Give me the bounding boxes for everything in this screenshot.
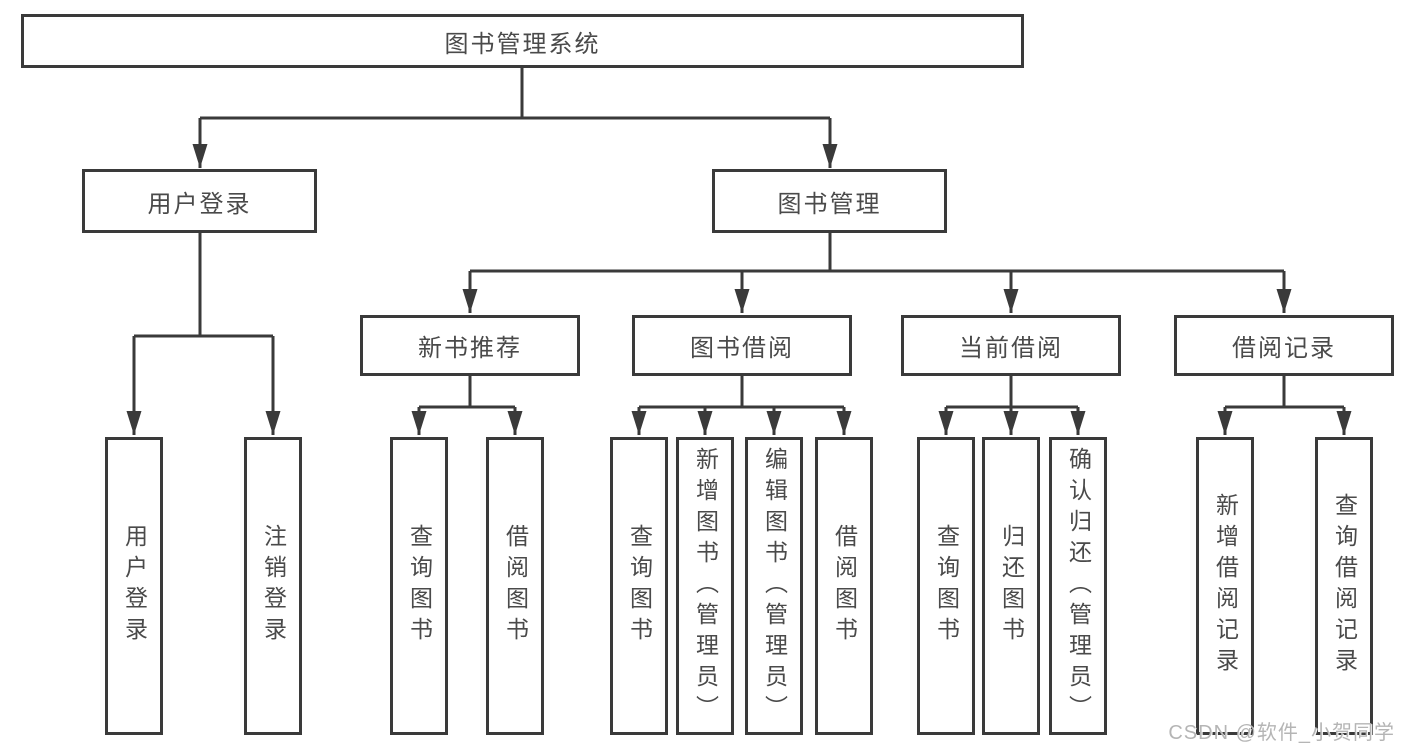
node-query-borrow-record: 查询借阅记录: [1315, 437, 1373, 735]
node-book-management: 图书管理: [712, 169, 947, 233]
node-return-books: 归还图书: [982, 437, 1040, 735]
node-edit-books-admin: 编辑图书（管理员）: [745, 437, 803, 735]
node-borrowing-records: 借阅记录: [1174, 315, 1394, 376]
node-borrow-books-recommend: 借阅图书: [486, 437, 544, 735]
node-root-system: 图书管理系统: [21, 14, 1024, 68]
node-user-login: 用户登录: [82, 169, 317, 233]
node-new-book-recommend: 新书推荐: [360, 315, 580, 376]
node-login-action: 用户登录: [105, 437, 163, 735]
node-borrow-books-action: 借阅图书: [815, 437, 873, 735]
node-add-borrow-record: 新增借阅记录: [1196, 437, 1254, 735]
node-add-books-admin: 新增图书（管理员）: [676, 437, 734, 735]
node-query-books-current: 查询图书: [917, 437, 975, 735]
node-current-borrowing: 当前借阅: [901, 315, 1121, 376]
csdn-watermark: CSDN @软件_小贺同学: [1168, 722, 1395, 744]
node-logout-action: 注销登录: [244, 437, 302, 735]
node-query-books-recommend: 查询图书: [390, 437, 448, 735]
node-confirm-return-admin: 确认归还（管理员）: [1049, 437, 1107, 735]
node-book-borrowing: 图书借阅: [632, 315, 852, 376]
node-query-books-borrow: 查询图书: [610, 437, 668, 735]
